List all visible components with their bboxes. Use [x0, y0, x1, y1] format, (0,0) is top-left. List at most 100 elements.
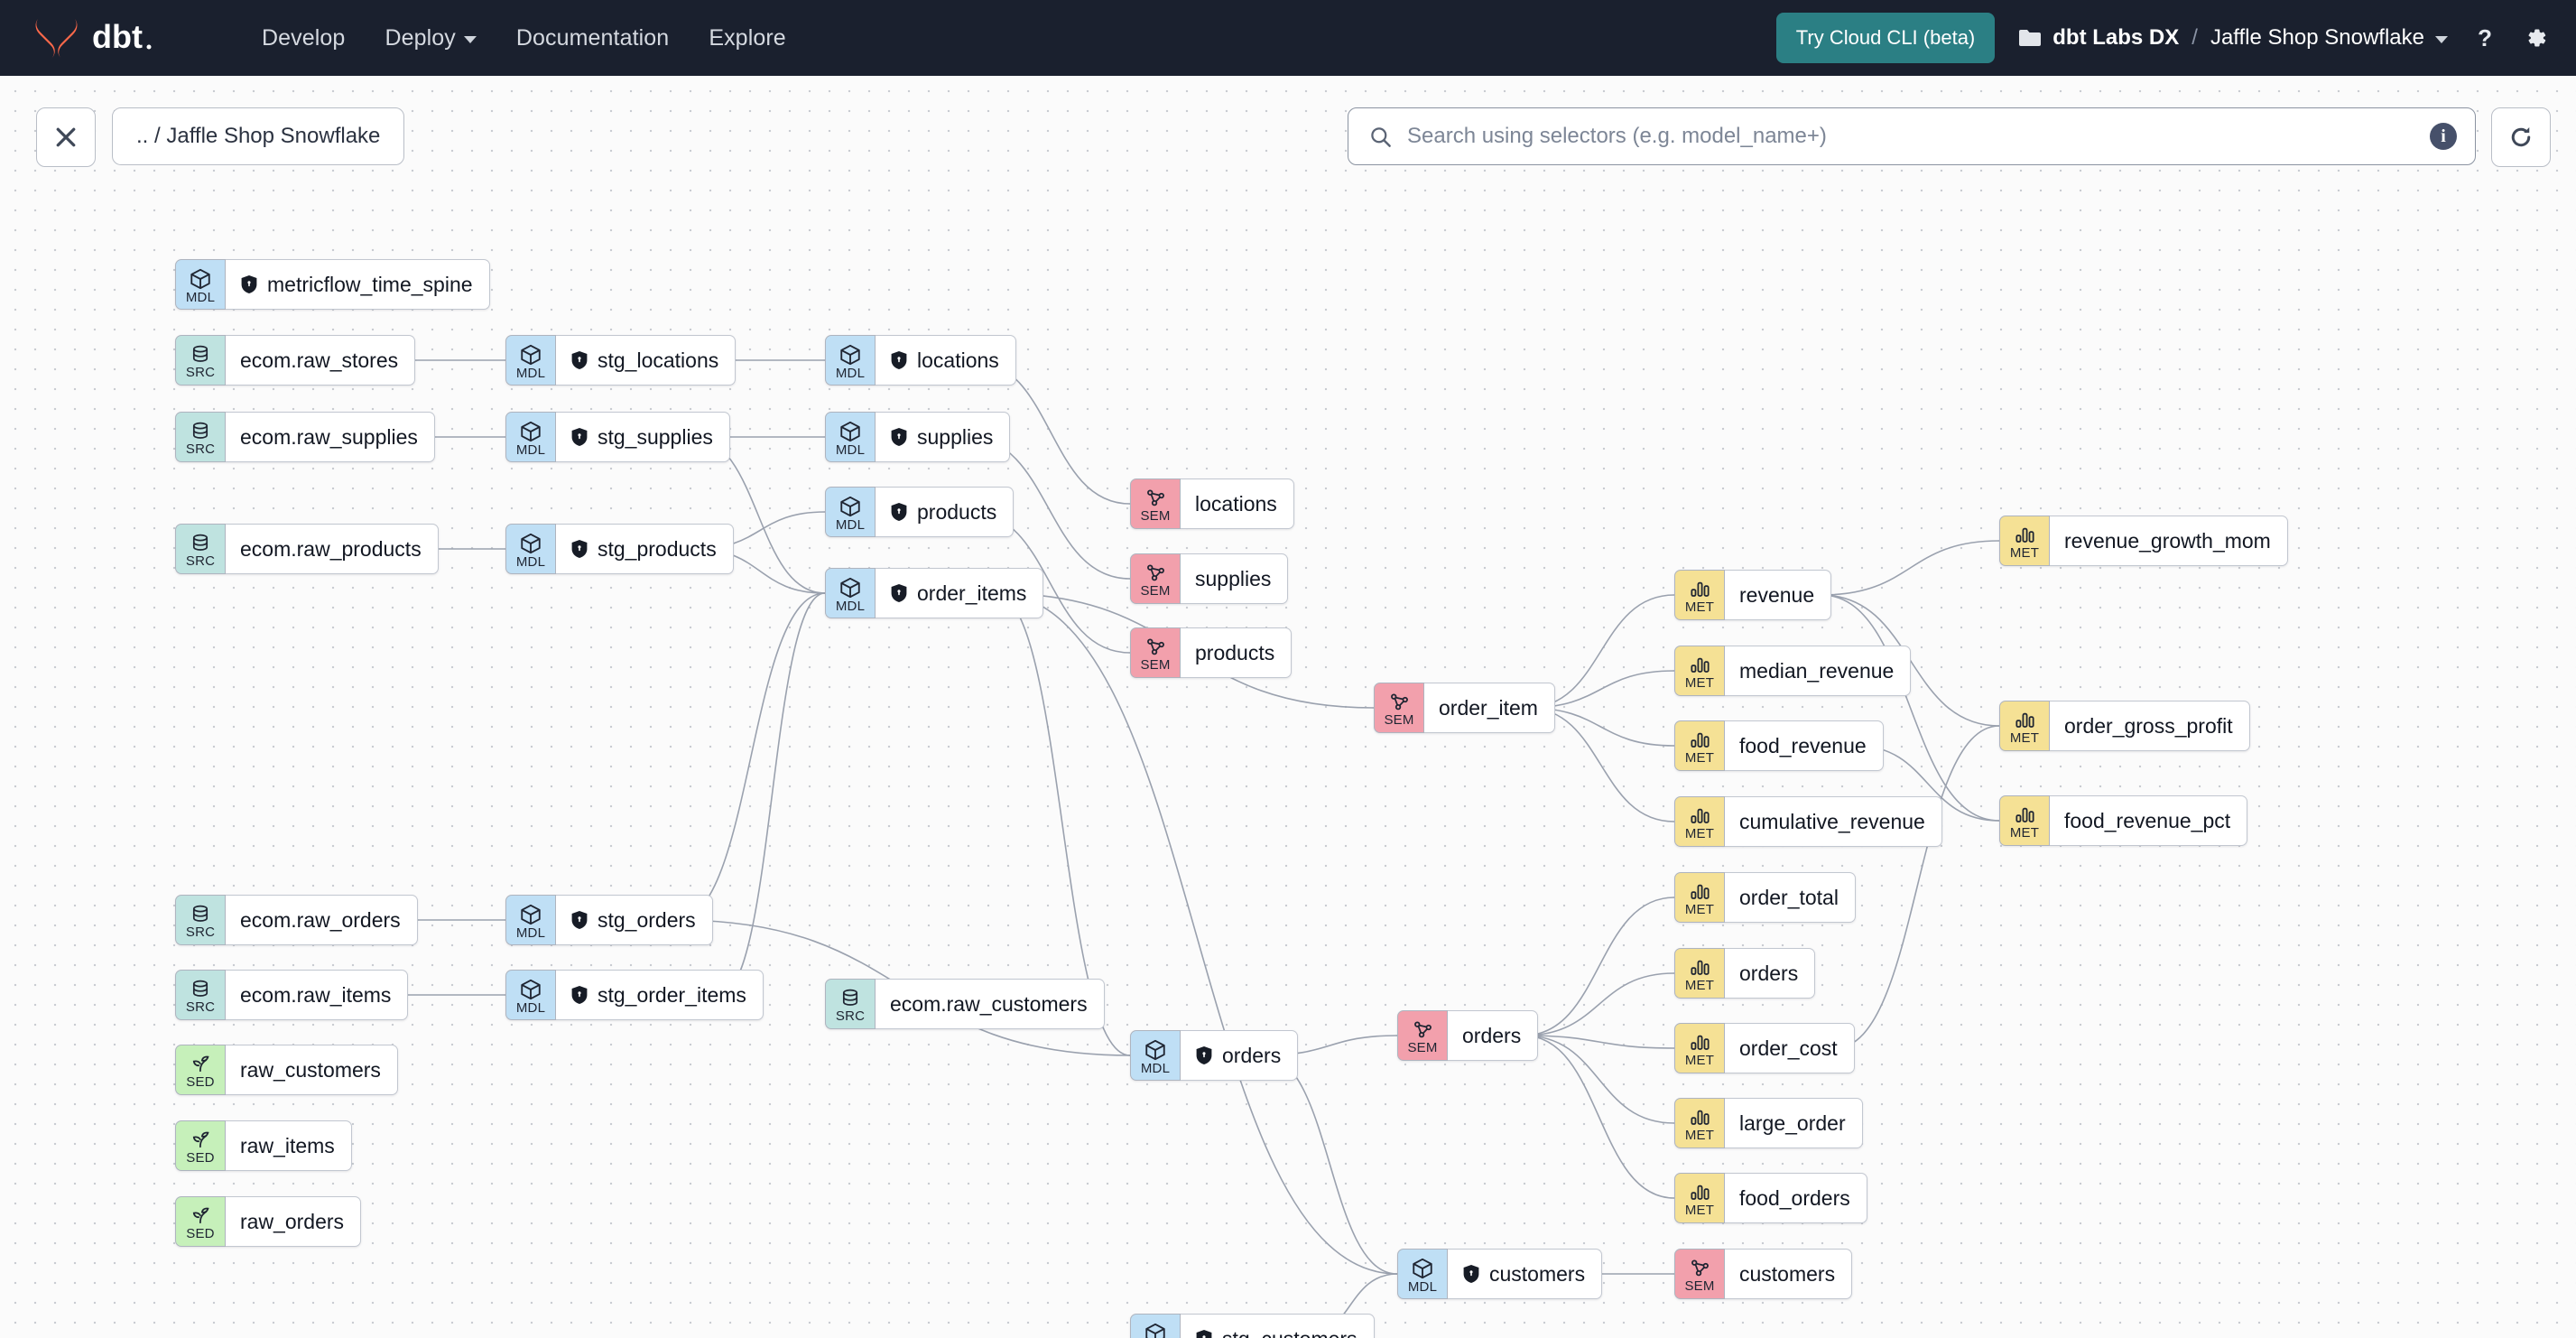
lineage-node-met_revenue_growth_mom[interactable]: MET revenue_growth_mom: [1999, 516, 2288, 566]
node-body: large_order: [1725, 1098, 1863, 1148]
svg-text:?: ?: [2478, 24, 2492, 51]
refresh-lineage-button[interactable]: [2491, 107, 2551, 167]
node-body: cumulative_revenue: [1725, 796, 1942, 847]
breadcrumb-project[interactable]: Jaffle Shop Snowflake: [2210, 25, 2448, 51]
node-label: revenue_growth_mom: [2064, 528, 2271, 553]
nav-link-documentation[interactable]: Documentation: [496, 16, 689, 60]
try-cloud-cli-button[interactable]: Try Cloud CLI (beta): [1775, 13, 1996, 63]
node-label: stg_orders: [598, 907, 696, 932]
node-type-badge-sed: SED: [175, 1196, 226, 1247]
shield-icon: [890, 583, 908, 603]
node-type-code: SEM: [1140, 583, 1171, 599]
shield-icon: [1195, 1329, 1213, 1338]
node-type-code: MET: [2009, 545, 2040, 561]
settings-button[interactable]: [2522, 24, 2549, 51]
lineage-node-stg_products[interactable]: MDL stg_products: [505, 524, 734, 574]
node-body: products: [1181, 627, 1293, 678]
node-label: metricflow_time_spine: [267, 272, 473, 296]
network-icon: [1146, 564, 1164, 581]
node-label: customers: [1739, 1261, 1836, 1286]
node-type-code: SED: [186, 1150, 215, 1166]
node-body: food_revenue_pct: [2050, 795, 2248, 846]
node-type-badge-mdl: MDL: [505, 895, 556, 945]
project-breadcrumb-pill[interactable]: .. / Jaffle Shop Snowflake: [112, 107, 405, 165]
lineage-node-metricflow_time_spine[interactable]: MDL metricflow_time_spine: [175, 259, 490, 310]
node-body: stg_products: [556, 524, 734, 574]
nav-link-explore[interactable]: Explore: [689, 16, 805, 60]
help-button[interactable]: ?: [2471, 24, 2498, 51]
lineage-node-stg_orders[interactable]: MDL stg_orders: [505, 895, 713, 945]
node-type-code: SED: [186, 1074, 215, 1090]
node-type-code: MDL: [515, 553, 546, 570]
node-body: order_item: [1424, 683, 1555, 733]
cube-icon: [1145, 1323, 1165, 1338]
edge-order_items-to-customers_mdl: [994, 592, 1398, 1275]
node-label: raw_customers: [240, 1057, 381, 1082]
search-info-icon[interactable]: i: [2430, 123, 2457, 150]
node-label: stg_products: [598, 536, 717, 561]
refresh-icon: [2511, 127, 2531, 147]
lineage-node-sem_customers[interactable]: SEM customers: [1674, 1249, 1853, 1299]
breadcrumb-project-label: Jaffle Shop Snowflake: [2210, 25, 2424, 50]
selector-search-box[interactable]: i: [1348, 107, 2476, 165]
lineage-node-raw_customers[interactable]: SED raw_customers: [175, 1045, 398, 1095]
dbt-logo[interactable]: dbt: [32, 15, 200, 60]
node-type-badge-sem: SEM: [1397, 1010, 1448, 1061]
node-type-code: SEM: [1684, 1278, 1715, 1294]
folder-icon: [2019, 30, 2042, 46]
node-type-badge-mdl: MDL: [1130, 1030, 1181, 1081]
node-label: stg_supplies: [598, 424, 713, 449]
node-body: customers: [1725, 1249, 1853, 1299]
cube-icon: [521, 979, 541, 999]
node-type-badge-mdl: MDL: [175, 259, 226, 310]
search-input[interactable]: [1405, 123, 2417, 150]
lineage-canvas[interactable]: .. / Jaffle Shop Snowflake i MDL metricfl…: [0, 76, 2576, 1338]
node-label: products: [1195, 640, 1275, 664]
shield-glyph: [571, 351, 588, 369]
close-lineage-button[interactable]: [36, 107, 96, 167]
node-type-badge-src: SRC: [825, 979, 876, 1029]
node-type-badge-met: MET: [1999, 516, 2050, 566]
nav-link-deploy[interactable]: Deploy: [365, 16, 496, 60]
shield-glyph: [1463, 1265, 1479, 1283]
breadcrumb-account[interactable]: dbt Labs DX: [2018, 25, 2179, 51]
node-body: ecom.raw_items: [226, 970, 409, 1020]
database-icon: [192, 905, 208, 922]
nav-link-develop[interactable]: Develop: [242, 16, 365, 60]
